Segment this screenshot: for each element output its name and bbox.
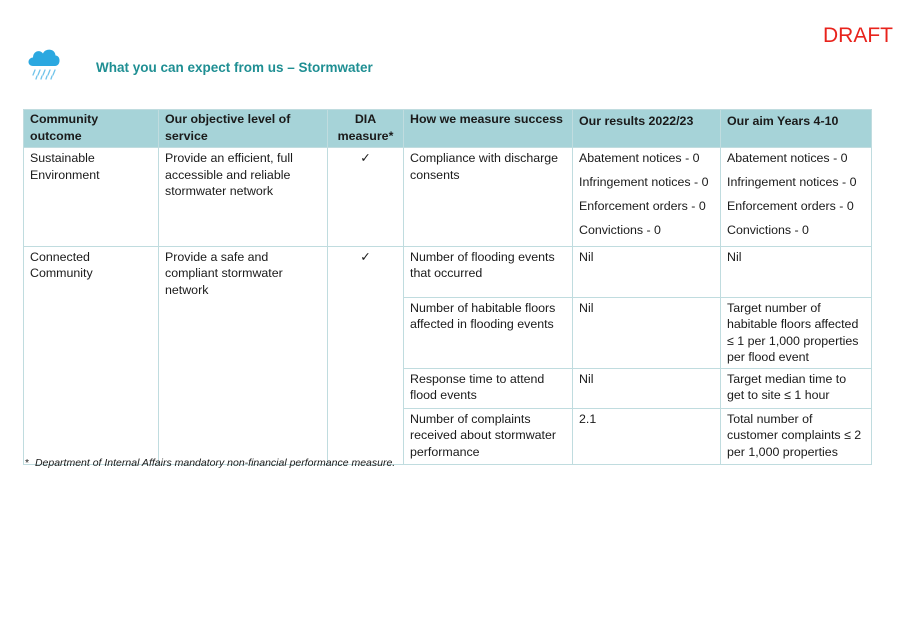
- page-title: What you can expect from us – Stormwater: [96, 60, 373, 75]
- header-our-aim: Our aim Years 4-10: [720, 109, 872, 148]
- aim-cell: Nil: [720, 245, 872, 298]
- aim-cell: Total number of customer complaints ≤ 2 …: [720, 407, 872, 465]
- header-how-we-measure: How we measure success: [403, 109, 573, 148]
- aim-cell: Target median time to get to site ≤ 1 ho…: [720, 367, 872, 409]
- result-line: Convictions - 0: [579, 223, 661, 237]
- results-cell: Nil: [572, 245, 721, 298]
- stormwater-service-table: Community outcome Our objective level of…: [23, 109, 872, 465]
- aim-line: Infringement notices - 0: [727, 175, 857, 189]
- header-our-results: Our results 2022/23: [572, 109, 721, 148]
- header-objective-level: Our objective level of service: [158, 109, 328, 148]
- aim-line: Enforcement orders - 0: [727, 199, 854, 213]
- header-community-outcome: Community outcome: [23, 109, 159, 148]
- table-row: Number of habitable floors affected in f…: [24, 296, 872, 369]
- table-row: Connected Community Provide a safe and c…: [23, 245, 872, 465]
- footnote-text: Department of Internal Affairs mandatory…: [34, 457, 396, 469]
- header-dia-measure: DIA measure*: [327, 109, 404, 148]
- results-cell: Nil: [572, 367, 721, 409]
- aim-cell: Abatement notices - 0 Infringement notic…: [720, 147, 872, 247]
- dia-check-mark: ✓: [327, 147, 404, 247]
- result-line: Enforcement orders - 0: [579, 199, 706, 213]
- table-header-row: Community outcome Our objective level of…: [23, 109, 872, 148]
- table-row: Number of complaints received about stor…: [24, 407, 872, 465]
- draft-label: DRAFT: [823, 24, 893, 47]
- aim-line: Convictions - 0: [727, 223, 809, 237]
- aim-cell: Target number of habitable floors affect…: [720, 296, 872, 369]
- measure-cell: Number of flooding events that occurred: [403, 245, 573, 298]
- results-cell: Abatement notices - 0 Infringement notic…: [572, 147, 721, 247]
- results-cell: Nil: [572, 296, 721, 369]
- objective-cell: Provide an efficient, full accessible an…: [158, 147, 328, 247]
- measure-cell: Number of habitable floors affected in f…: [403, 296, 573, 369]
- footnote: * Department of Internal Affairs mandato…: [25, 457, 395, 469]
- table-row: Response time to attend flood events Nil…: [24, 367, 872, 409]
- aim-line: Abatement notices - 0: [727, 151, 848, 165]
- dia-check-mark: ✓: [327, 245, 404, 465]
- result-line: Infringement notices - 0: [579, 175, 709, 189]
- result-line: Abatement notices - 0: [579, 151, 700, 165]
- measure-cell: Number of complaints received about stor…: [403, 407, 573, 465]
- outcome-cell: Connected Community: [23, 245, 159, 465]
- outcome-cell: Sustainable Environment: [23, 147, 159, 247]
- measure-cell: Compliance with discharge consents: [403, 147, 573, 247]
- measure-cell: Response time to attend flood events: [403, 367, 573, 409]
- results-cell: 2.1: [572, 407, 721, 465]
- table-row: Sustainable Environment Provide an effic…: [23, 147, 872, 247]
- footnote-marker: *: [25, 457, 30, 469]
- objective-cell: Provide a safe and compliant stormwater …: [158, 245, 328, 465]
- rain-cloud-icon: [28, 49, 60, 80]
